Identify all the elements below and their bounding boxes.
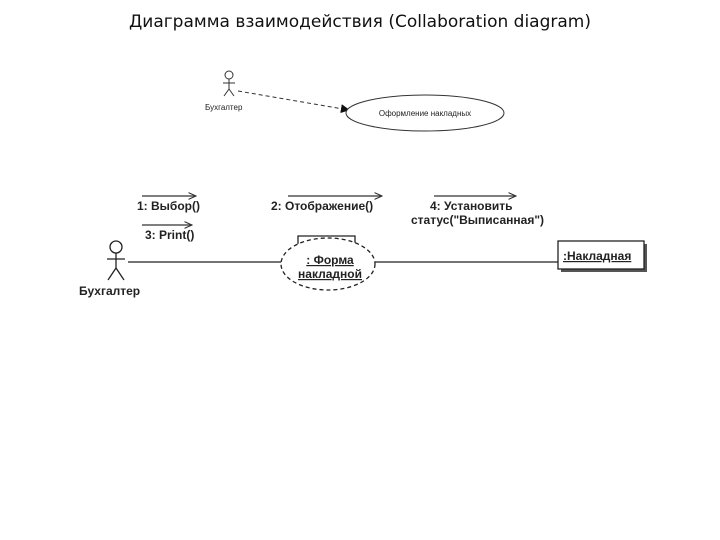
message-1-label: 1: Выбор() xyxy=(137,199,200,213)
form-object-line1: : Форма xyxy=(306,253,354,267)
collab-actor xyxy=(107,240,125,281)
use-case-actor-label: Бухгалтер xyxy=(205,103,243,112)
self-link-loop xyxy=(297,235,356,246)
slide-title: Диаграмма взаимодействия (Collaboration … xyxy=(129,12,591,32)
use-case-ellipse xyxy=(345,94,505,132)
invoice-object-label: :Накладная xyxy=(563,249,631,263)
collab-actor-label: Бухгалтер xyxy=(79,284,140,298)
invoice-object xyxy=(557,240,647,272)
form-object xyxy=(280,237,376,291)
message-4-label-line2: статус("Выписанная") xyxy=(411,213,544,227)
form-object-line2: накладной xyxy=(298,267,362,281)
message-3-label: 3: Print() xyxy=(145,228,194,242)
message-4-label-line1: 4: Установить xyxy=(430,199,513,213)
message-2-label: 2: Отображение() xyxy=(271,199,373,213)
use-case-actor xyxy=(223,70,235,97)
use-case-label: Оформление накладных xyxy=(379,109,471,118)
association-arrow xyxy=(237,90,350,114)
